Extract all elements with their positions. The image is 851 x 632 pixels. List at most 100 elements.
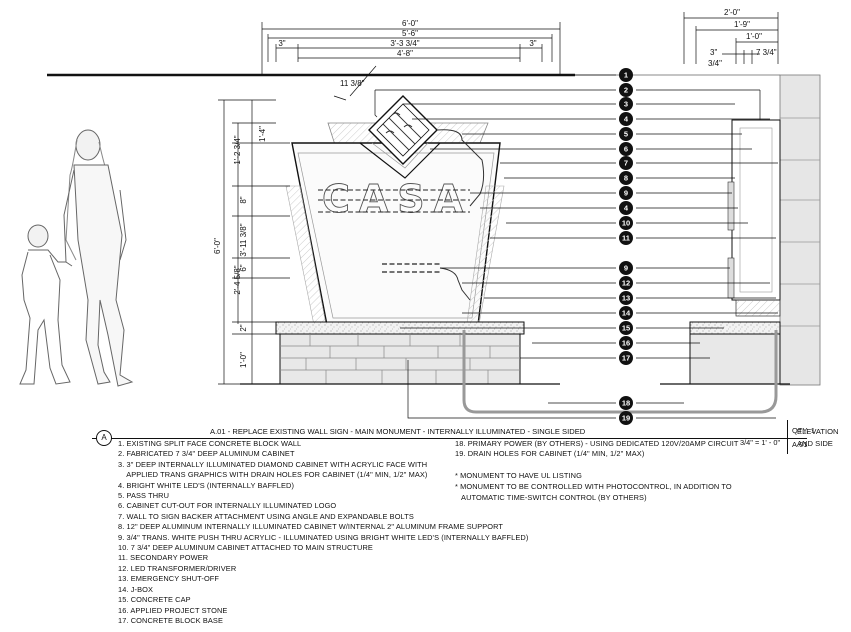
conduit (462, 330, 778, 414)
notes-star: * MONUMENT TO HAVE UL LISTING * MONUMENT… (455, 470, 732, 503)
vdim-1-0: 1'-0" (239, 352, 248, 368)
callout-bubble-8 (619, 171, 633, 185)
monument-cabinet (285, 122, 505, 331)
callout-bubble-9 (619, 261, 633, 275)
callout-bubble-17 (619, 351, 633, 365)
view-title: ELEVATION AND SIDE (797, 427, 839, 448)
note-item: 7. WALL TO SIGN BACKER ATTACHMENT USING … (118, 511, 414, 521)
callout-number: 13 (622, 294, 630, 303)
vdim-6: 6" (239, 264, 248, 271)
callout-number: 18 (622, 399, 630, 408)
side-dim-1-0: 1'-0" (746, 32, 762, 41)
callout-bubble-4 (619, 112, 633, 126)
note-item: 6. CABINET CUT-OUT FOR INTERNALLY ILLUMI… (118, 501, 337, 511)
vdim-3-11-3-8: 3'-11 3/8" (239, 223, 248, 256)
note-item: 15. CONCRETE CAP (118, 595, 191, 605)
callout-bubble-6 (619, 142, 633, 156)
tilt-leader (333, 95, 347, 101)
callout-number: 15 (622, 324, 630, 333)
note-item: 14. J-BOX (118, 584, 153, 594)
dim-3-3-3-4: 3'-3 3/4" (390, 39, 419, 48)
callout-bubble-14 (619, 306, 633, 320)
dim-tilt: 11 3/8" (340, 79, 365, 88)
callout-number: 2 (624, 86, 628, 95)
callout-number: 5 (624, 130, 628, 139)
side-wall (660, 74, 821, 386)
led-wire (436, 129, 485, 301)
note-item: APPLIED TRANS GRAPHICS WITH DRAIN HOLES … (118, 470, 428, 480)
side-dim-1-9: 1'-9" (734, 20, 750, 29)
note-item: 2. FABRICATED 7 3/4" DEEP ALUMINUM CABIN… (118, 449, 295, 459)
scale-label: 3/4" = 1' - 0" (740, 438, 781, 447)
vdim-2: 2" (239, 324, 248, 331)
title-bar: A.01 - REPLACE EXISTING WALL SIGN - MAIN… (92, 426, 839, 448)
tilt-leader-2 (349, 65, 377, 97)
side-dim-2-0: 2'-0" (724, 8, 740, 17)
side-dim-3: 3" (710, 48, 717, 57)
view-marker: A (96, 430, 112, 446)
note-item: 12. LED TRANSFORMER/DRIVER (118, 563, 237, 573)
callout-bubble-12 (619, 276, 633, 290)
callout-bubble-15 (619, 321, 633, 335)
dim-3-right: 3" (529, 39, 536, 48)
callout-number: 7 (624, 159, 628, 168)
note-item: 1. EXISTING SPLIT FACE CONCRETE BLOCK WA… (118, 439, 302, 448)
callout-number: 16 (622, 339, 630, 348)
callout-number: 17 (622, 354, 630, 363)
note-item: 8. 12" DEEP ALUMINUM INTERNALLY ILLUMINA… (118, 522, 504, 532)
notes-list-right: 18. PRIMARY POWER (BY OTHERS) - USING DE… (455, 439, 739, 460)
callout-number: 9 (624, 264, 628, 273)
sheet-number: A.01 (792, 440, 808, 449)
logo-text: CASA (322, 177, 472, 221)
callout-bubble-4 (619, 201, 633, 215)
logo-lettering: CASA (318, 177, 472, 273)
monument-base (240, 321, 560, 385)
callout-bubble-5 (619, 127, 633, 141)
callout-bubble-11 (619, 231, 633, 245)
callout-bubble-1 (619, 68, 633, 82)
callout-number: 19 (622, 414, 630, 423)
note-item: 3. 3" DEEP INTERNALLY ILLUMINATED DIAMON… (118, 459, 428, 469)
callout-number: 3 (624, 100, 628, 109)
note-item: * MONUMENT TO BE CONTROLLED WITH PHOTOCO… (455, 482, 732, 491)
note-item: 10. 7 3/4" DEEP ALUMINUM CABINET ATTACHE… (118, 543, 373, 553)
notes-list-left: 1. EXISTING SPLIT FACE CONCRETE BLOCK WA… (118, 439, 528, 626)
note-item: * MONUMENT TO HAVE UL LISTING (455, 471, 582, 480)
note-item: 9. 3/4" TRANS. WHITE PUSH THRU ACRYLIC -… (118, 532, 529, 542)
callout-number: 14 (622, 309, 631, 318)
callout-bubble-7 (619, 156, 633, 170)
qty-box (787, 420, 810, 454)
vdim-1-2-3-4: 1'-2 3/4" (233, 135, 242, 164)
callout-number: 11 (622, 234, 630, 243)
note-item: 16. APPLIED PROJECT STONE (118, 605, 228, 615)
top-dimensions (261, 22, 561, 75)
side-dim-3-4: 3/4" (708, 59, 722, 68)
side-dim-7-3-4: 7 3/4" (756, 48, 777, 57)
note-item: 13. EMERGENCY SHUT-OFF (118, 574, 220, 584)
dim-6-0: 6'-0" (402, 19, 418, 28)
callout-bubble-18 (619, 396, 633, 410)
vdim-8: 8" (239, 196, 248, 203)
sign-drawing: CASA (19, 8, 821, 425)
note-item: AUTOMATIC TIME-SWITCH CONTROL (BY OTHERS… (455, 493, 647, 502)
sheet-title: A.01 - REPLACE EXISTING WALL SIGN - MAIN… (210, 427, 586, 436)
callout-number: 6 (624, 145, 628, 154)
callout-bubble-3 (619, 97, 633, 111)
note-item: 5. PASS THRU (118, 491, 170, 501)
note-item: 17. CONCRETE BLOCK BASE (118, 615, 223, 625)
callout-bubble-2 (619, 83, 633, 97)
dim-5-6: 5'-6" (402, 29, 418, 38)
dim-3-left: 3" (278, 39, 285, 48)
scale-figures (19, 129, 134, 387)
side-top-dimensions (683, 12, 779, 64)
callout-number: 9 (624, 189, 628, 198)
note-item: 18. PRIMARY POWER (BY OTHERS) - USING DE… (455, 439, 739, 448)
callout-bubble-9 (619, 186, 633, 200)
callout-bubble-13 (619, 291, 633, 305)
callout-bubble-16 (619, 336, 633, 350)
vdim-1-4: 1'-4" (258, 126, 267, 142)
callout-number: 12 (622, 279, 630, 288)
note-item: 11. SECONDARY POWER (118, 553, 209, 563)
callout-number: 1 (624, 71, 628, 80)
vertical-dimensions (218, 99, 290, 385)
